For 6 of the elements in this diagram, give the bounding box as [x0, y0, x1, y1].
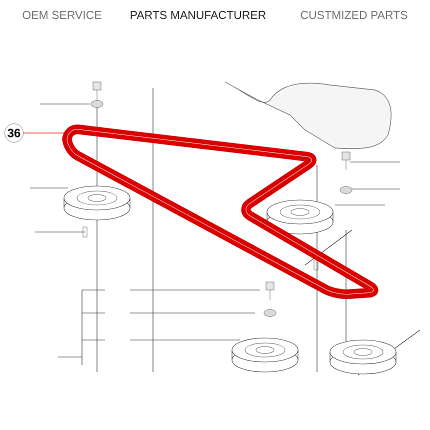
banner-text: OEM SERVICE [22, 10, 102, 20]
belt-drawing [62, 124, 378, 300]
banner-text: CUSTMIZED PARTS [300, 10, 408, 20]
leader-line [23, 132, 65, 134]
banner-text: PARTS MANUFACTURER [130, 10, 266, 20]
callout-number: 36 [4, 124, 24, 142]
